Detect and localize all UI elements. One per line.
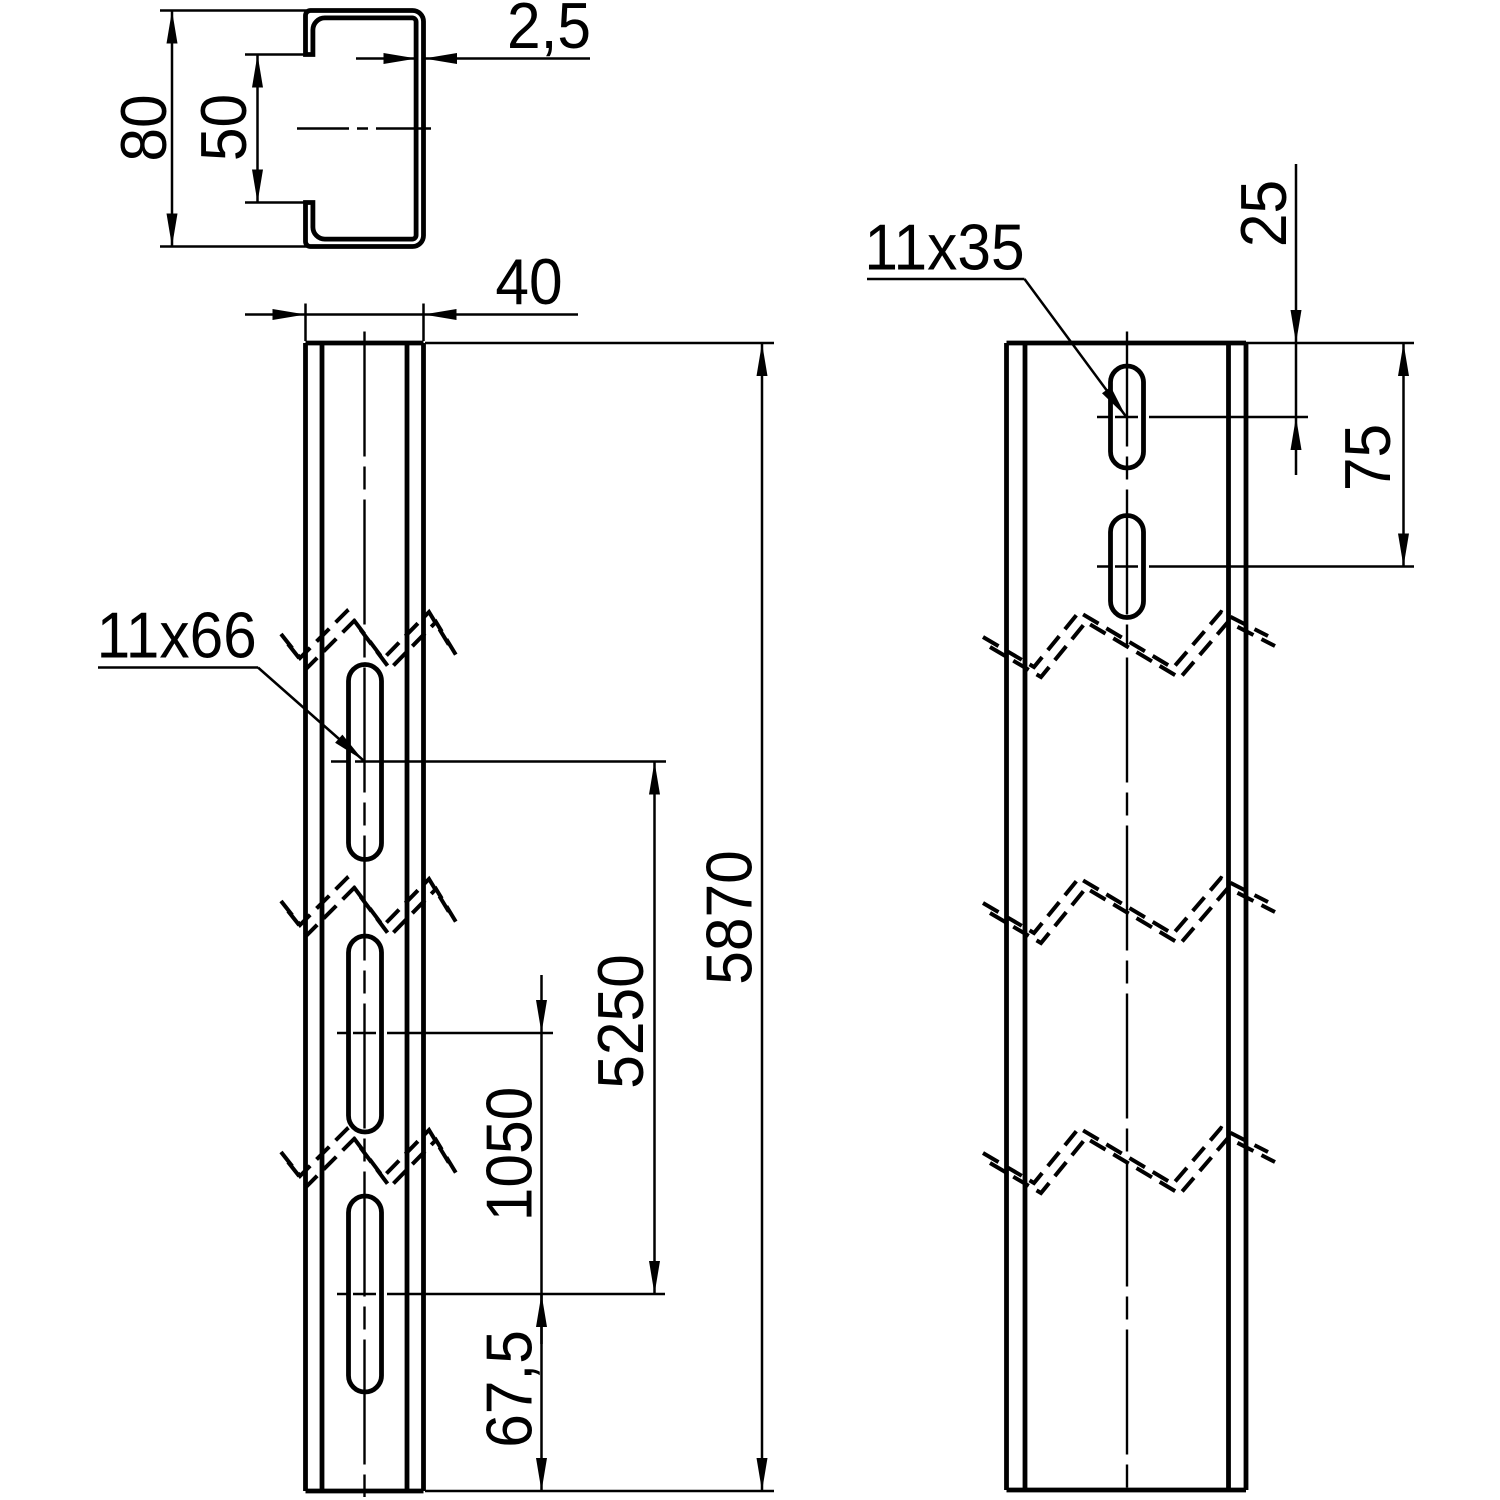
svg-text:2,5: 2,5 [507, 0, 591, 62]
svg-text:25: 25 [1228, 180, 1300, 247]
svg-text:50: 50 [188, 94, 260, 161]
svg-text:67,5: 67,5 [474, 1330, 546, 1448]
svg-text:75: 75 [1332, 424, 1404, 491]
svg-text:80: 80 [108, 94, 180, 161]
svg-text:5250: 5250 [585, 954, 657, 1088]
svg-text:1050: 1050 [474, 1087, 546, 1221]
svg-text:11x66: 11x66 [97, 600, 257, 672]
svg-text:40: 40 [495, 246, 562, 318]
svg-text:5870: 5870 [694, 850, 766, 984]
svg-text:11x35: 11x35 [864, 212, 1024, 284]
